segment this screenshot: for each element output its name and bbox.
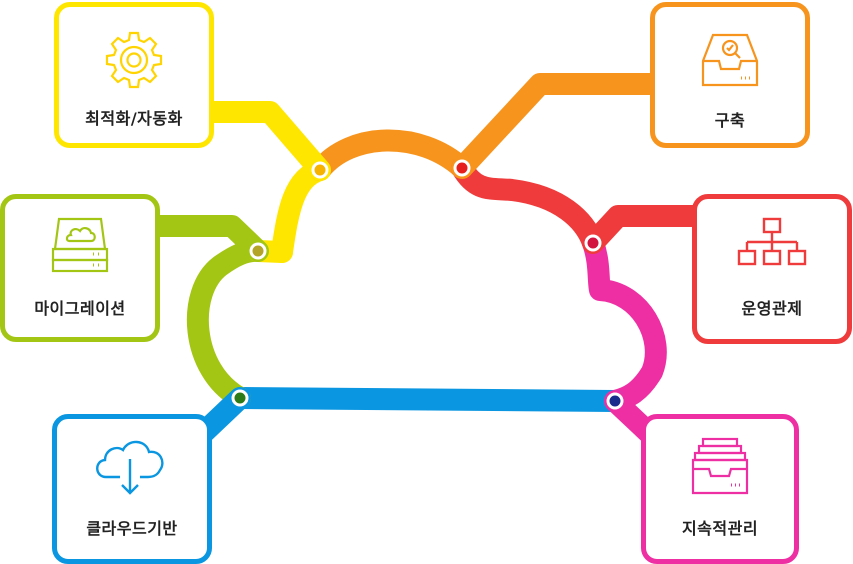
card-optimization-label: 최적화/자동화 (85, 109, 183, 128)
inbox-search-icon (655, 27, 805, 89)
card-migration: 마이그레이션 (0, 194, 160, 342)
card-optimization: 최적화/자동화 (54, 2, 214, 148)
cloud-download-icon (57, 433, 207, 499)
cloud-segment-orange (309, 129, 473, 181)
cloud-segment-green (186, 239, 269, 409)
junction-dot-cloud-based (231, 389, 249, 407)
connector-optimization (189, 101, 331, 181)
junction-dot-build (453, 159, 471, 177)
junction-dot-monitoring (584, 234, 602, 252)
network-hierarchy-icon (697, 215, 847, 277)
card-maintenance: 지속적관리 (641, 414, 799, 564)
card-monitoring-label: 운영관제 (741, 299, 803, 318)
junction-dot-migration (249, 242, 267, 260)
card-maintenance-label: 지속적관리 (681, 519, 759, 538)
junction-dot-maintenance (606, 392, 624, 410)
junction-dots (231, 159, 624, 410)
card-build: 구축 (650, 2, 810, 148)
card-monitoring: 운영관제 (692, 194, 852, 344)
cloud-segment-yellow (271, 159, 331, 263)
archive-drawer-icon (646, 435, 794, 497)
card-build-label: 구축 (714, 111, 746, 130)
cloud-segment-red (451, 157, 604, 254)
connector-monitoring (582, 205, 711, 254)
card-migration-label: 마이그레이션 (34, 299, 126, 318)
server-cloud-icon (5, 213, 155, 279)
card-cloud-based: 클라우드기반 (52, 414, 212, 564)
gear-icon (59, 29, 209, 91)
connector-migration (139, 215, 269, 262)
junction-dot-optimization (311, 161, 329, 179)
cloud-segment-pink (582, 232, 667, 412)
card-cloud-based-label: 클라우드기반 (86, 519, 178, 538)
cloud-segment-blue (229, 387, 626, 412)
connector-build (451, 73, 691, 179)
